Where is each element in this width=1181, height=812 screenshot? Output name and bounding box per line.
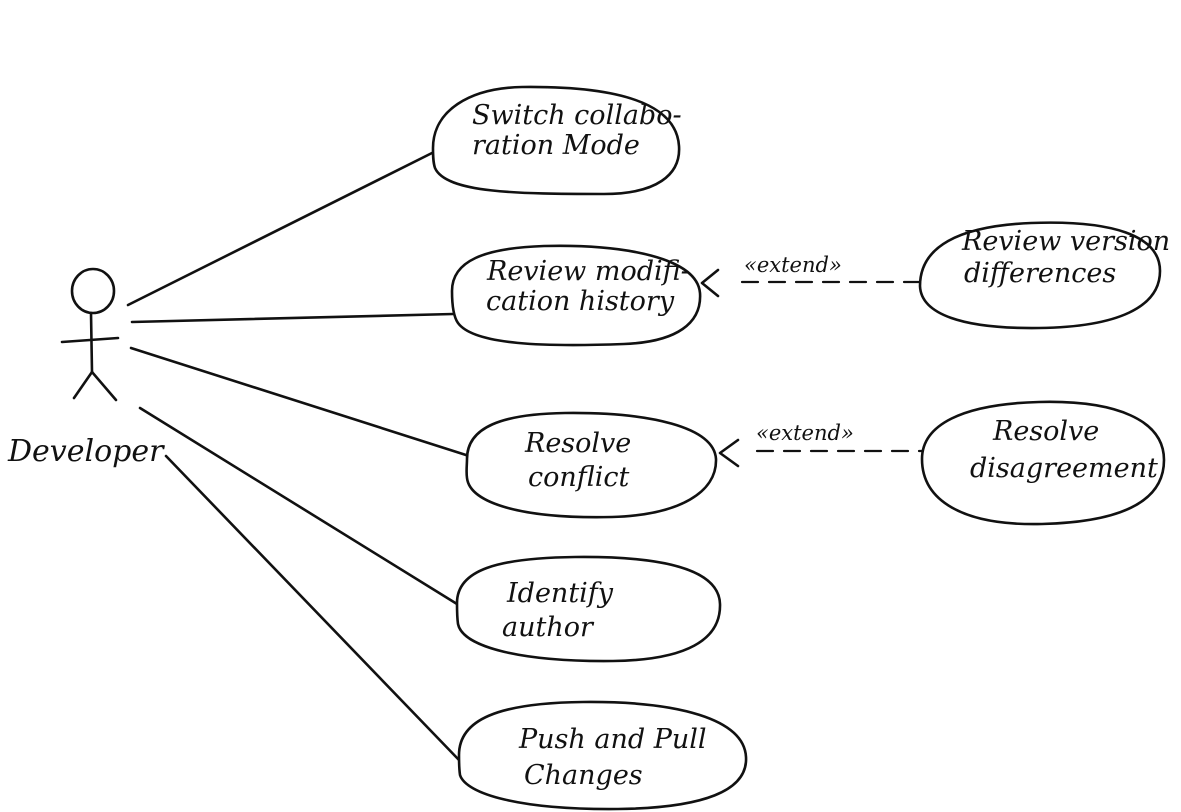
- actor-left-leg: [72, 370, 94, 400]
- association-identify-author: [138, 406, 459, 606]
- use-case-border: [918, 221, 1162, 330]
- actor-arms: [60, 336, 120, 344]
- extension-label-line2: differences: [964, 258, 1116, 289]
- use-case-label-line2: ration Mode: [472, 130, 640, 161]
- use-case-label-line1: Review modifi-: [486, 256, 690, 287]
- use-case-label-line1: Switch collabo-: [472, 100, 682, 131]
- extend-relationships: «extend» «extend»: [700, 253, 924, 468]
- use-case-label-line2: cation history: [486, 286, 675, 317]
- actor-right-leg: [90, 370, 118, 402]
- use-case-review-version-differences: Review version differences: [918, 221, 1170, 330]
- association-review-modification-history: [130, 312, 455, 324]
- use-case-label-line1: Identify: [506, 578, 614, 609]
- association-switch-collaboration-mode: [126, 151, 434, 307]
- actor-body: [89, 311, 94, 374]
- use-case-switch-collaboration-mode: Switch collabo- ration Mode: [431, 85, 682, 196]
- use-case-push-pull-changes: Push and Pull Changes: [457, 700, 748, 811]
- extension-label-line1: Review version: [961, 226, 1170, 257]
- actor-head: [70, 267, 116, 315]
- use-case-label-line2: author: [502, 612, 595, 643]
- use-case-label-line1: Resolve: [524, 428, 631, 459]
- extension-label-line1: Resolve: [992, 416, 1099, 447]
- extension-label-line2: disagreement: [970, 453, 1158, 484]
- use-case-border: [455, 555, 722, 663]
- use-case-label-line2: conflict: [528, 462, 630, 493]
- use-case-identify-author: Identify author: [455, 555, 722, 663]
- actor-name: Developer: [7, 434, 165, 469]
- use-case-border: [920, 400, 1166, 526]
- extend-label-review: «extend»: [744, 253, 842, 277]
- developer-actor: Developer: [7, 267, 165, 469]
- association-push-pull-changes: [164, 454, 461, 762]
- use-case-label-line1: Push and Pull: [518, 724, 707, 755]
- use-case-review-modification-history: Review modifi- cation history: [450, 244, 702, 347]
- use-case-resolve-conflict: Resolve conflict: [465, 411, 718, 519]
- use-case-border: [457, 700, 748, 811]
- association-resolve-conflict: [129, 346, 468, 457]
- use-case-border: [450, 244, 702, 347]
- use-case-resolve-disagreement: Resolve disagreement: [920, 400, 1166, 526]
- use-case-border: [431, 85, 681, 196]
- use-case-label-line2: Changes: [524, 760, 643, 791]
- extend-label-resolve: «extend»: [756, 421, 854, 445]
- use-case-border: [465, 411, 718, 519]
- extend-arrowhead-review: [700, 268, 720, 298]
- association-lines: [126, 151, 468, 762]
- extend-arrowhead-resolve: [718, 438, 740, 468]
